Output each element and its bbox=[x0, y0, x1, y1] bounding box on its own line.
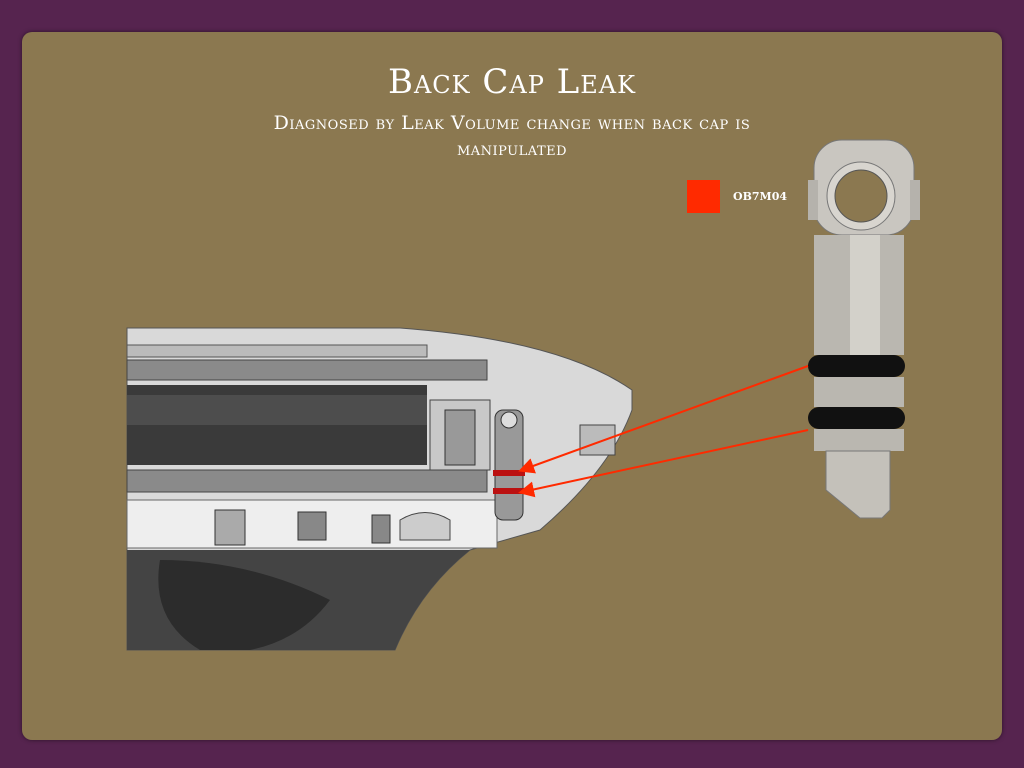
arrow-lower-oring bbox=[518, 429, 809, 498]
legend-swatch bbox=[687, 180, 720, 213]
legend-label: OB7M04 bbox=[733, 190, 788, 203]
back-cap-plug-image bbox=[808, 139, 920, 519]
slide-title: Back Cap Leak bbox=[387, 62, 637, 102]
slide-subtitle: Diagnosed by Leak Volume change when bac… bbox=[273, 112, 751, 160]
arrow-upper-oring bbox=[518, 365, 809, 474]
marker-cutaway-image bbox=[126, 327, 633, 651]
